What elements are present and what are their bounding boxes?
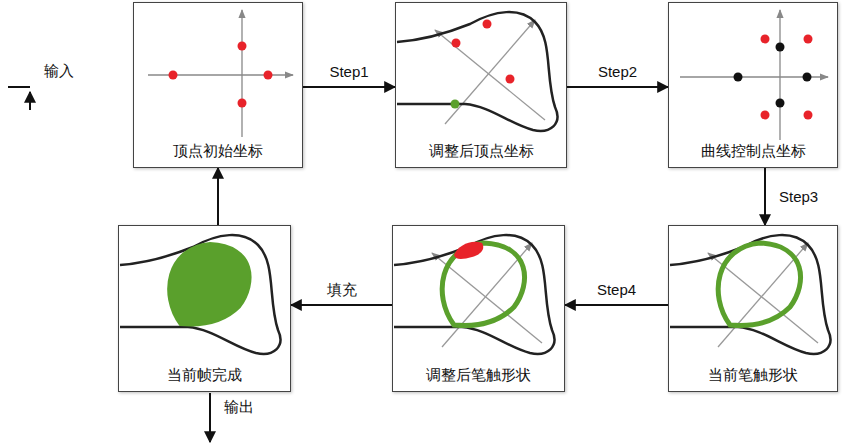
flow-arrow bbox=[567, 86, 668, 88]
vertex-initial bbox=[148, 10, 293, 137]
stroke-shape bbox=[670, 235, 830, 354]
box-caption: 当前帧完成 bbox=[119, 366, 290, 385]
flow-arrow bbox=[303, 86, 395, 88]
stroke-adjusted bbox=[394, 235, 554, 354]
edge-label: 填充 bbox=[325, 281, 359, 299]
input-line bbox=[8, 86, 30, 88]
edge-label: Step4 bbox=[595, 281, 638, 299]
flow-label: 输入 bbox=[42, 62, 76, 80]
flow-arrow bbox=[291, 304, 392, 306]
vertex-adjusted bbox=[397, 12, 557, 131]
box-caption: 当前笔触形状 bbox=[669, 366, 837, 385]
process-box: 当前笔触形状 bbox=[668, 225, 838, 392]
flow-arrow bbox=[217, 168, 219, 225]
process-box: 顶点初始坐标 bbox=[133, 2, 303, 168]
edge-label: Step3 bbox=[777, 188, 820, 206]
process-box: 调整后笔触形状 bbox=[392, 225, 565, 392]
frame-done bbox=[120, 235, 280, 354]
process-box: 曲线控制点坐标 bbox=[668, 2, 838, 168]
flow-arrow bbox=[764, 168, 766, 225]
box-caption: 调整后顶点坐标 bbox=[396, 142, 566, 161]
loop-head bbox=[29, 92, 31, 110]
output-arrow bbox=[209, 393, 211, 442]
flow-arrow bbox=[565, 304, 668, 306]
box-caption: 顶点初始坐标 bbox=[134, 142, 302, 161]
process-box: 调整后顶点坐标 bbox=[395, 2, 567, 168]
flow-label: 输出 bbox=[222, 398, 256, 416]
control-points bbox=[680, 10, 828, 140]
box-caption: 曲线控制点坐标 bbox=[669, 142, 837, 161]
process-box: 当前帧完成 bbox=[118, 225, 291, 392]
edge-label: Step1 bbox=[327, 63, 370, 81]
box-caption: 调整后笔触形状 bbox=[393, 366, 564, 385]
edge-label: Step2 bbox=[596, 63, 639, 81]
